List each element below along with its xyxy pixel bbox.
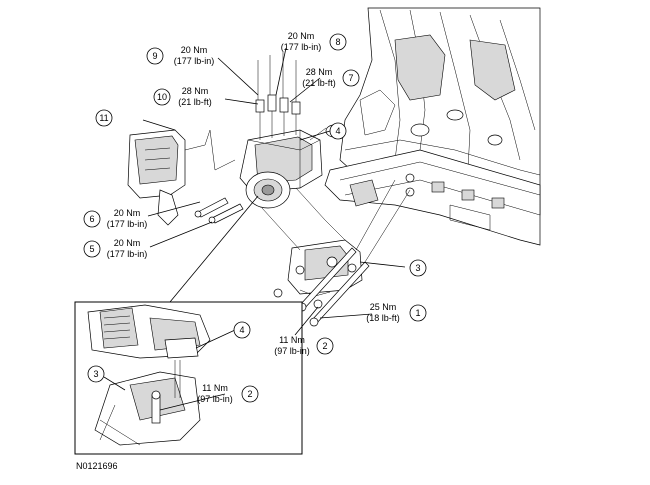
torque-1-imp: (18 lb-ft) xyxy=(366,313,400,323)
callout-2-number: 2 xyxy=(322,341,327,351)
callout-10-number: 10 xyxy=(157,92,167,102)
inset-callout-4: 4 xyxy=(233,321,251,339)
torque-5-imp: (177 lb-in) xyxy=(107,249,148,259)
callout-7: 7 xyxy=(342,69,360,87)
vehicle-frame xyxy=(324,7,541,246)
inset-callout-3-number: 3 xyxy=(93,369,98,379)
callout-1: 1 xyxy=(409,304,427,322)
abs-module xyxy=(194,52,343,224)
callout-6-number: 6 xyxy=(89,214,94,224)
callout-11-number: 11 xyxy=(99,113,108,123)
torque-8-nm: 20 Nm xyxy=(288,31,315,41)
torque-10-imp: (21 lb-ft) xyxy=(178,97,212,107)
inset-callout-4-number: 4 xyxy=(239,325,244,335)
callout-2: 2 xyxy=(316,337,334,355)
torque-6-imp: (177 lb-in) xyxy=(107,219,148,229)
inset-callout-2-number: 2 xyxy=(247,389,252,399)
callout-5: 5 xyxy=(83,240,101,258)
callout-8-number: 8 xyxy=(335,37,340,47)
torque-10-nm: 28 Nm xyxy=(182,86,209,96)
torque-2-imp: (97 lb-in) xyxy=(274,346,310,356)
torque-1-nm: 25 Nm xyxy=(370,302,397,312)
torque-9-imp: (177 lb-in) xyxy=(174,56,215,66)
torque-7-imp: (21 lb-ft) xyxy=(302,78,336,88)
electrical-connector xyxy=(127,129,236,226)
torque-7-nm: 28 Nm xyxy=(306,67,333,77)
callout-10: 10 xyxy=(153,88,171,106)
callout-7-number: 7 xyxy=(348,73,353,83)
torque-9-nm: 20 Nm xyxy=(181,45,208,55)
callout-3-number: 3 xyxy=(415,263,420,273)
inset-callout-3: 3 xyxy=(87,365,105,383)
callout-3: 3 xyxy=(409,259,427,277)
callout-9: 9 xyxy=(146,47,164,65)
inset-torque-2-nm: 11 Nm xyxy=(202,383,228,393)
detail-inset xyxy=(74,301,303,455)
callout-4-number: 4 xyxy=(335,126,340,136)
torque-8-imp: (177 lb-in) xyxy=(281,42,322,52)
inset-callout-2: 2 xyxy=(241,385,259,403)
callout-6: 6 xyxy=(83,210,101,228)
inset-leader-line xyxy=(164,195,259,309)
inset-torque-2-imp: (97 lb-in) xyxy=(197,394,233,404)
callout-4: 4 xyxy=(329,122,347,140)
torque-2-nm: 11 Nm xyxy=(279,335,305,345)
mounting-bracket xyxy=(261,179,411,327)
torque-5-nm: 20 Nm xyxy=(114,238,141,248)
torque-6-nm: 20 Nm xyxy=(114,208,141,218)
figure-id: N0121696 xyxy=(76,461,118,471)
callout-11: 11 xyxy=(95,109,113,127)
leader-lines xyxy=(103,47,406,411)
callout-5-number: 5 xyxy=(89,244,94,254)
callout-8: 8 xyxy=(329,33,347,51)
callout-1-number: 1 xyxy=(415,308,420,318)
callout-9-number: 9 xyxy=(152,51,157,61)
